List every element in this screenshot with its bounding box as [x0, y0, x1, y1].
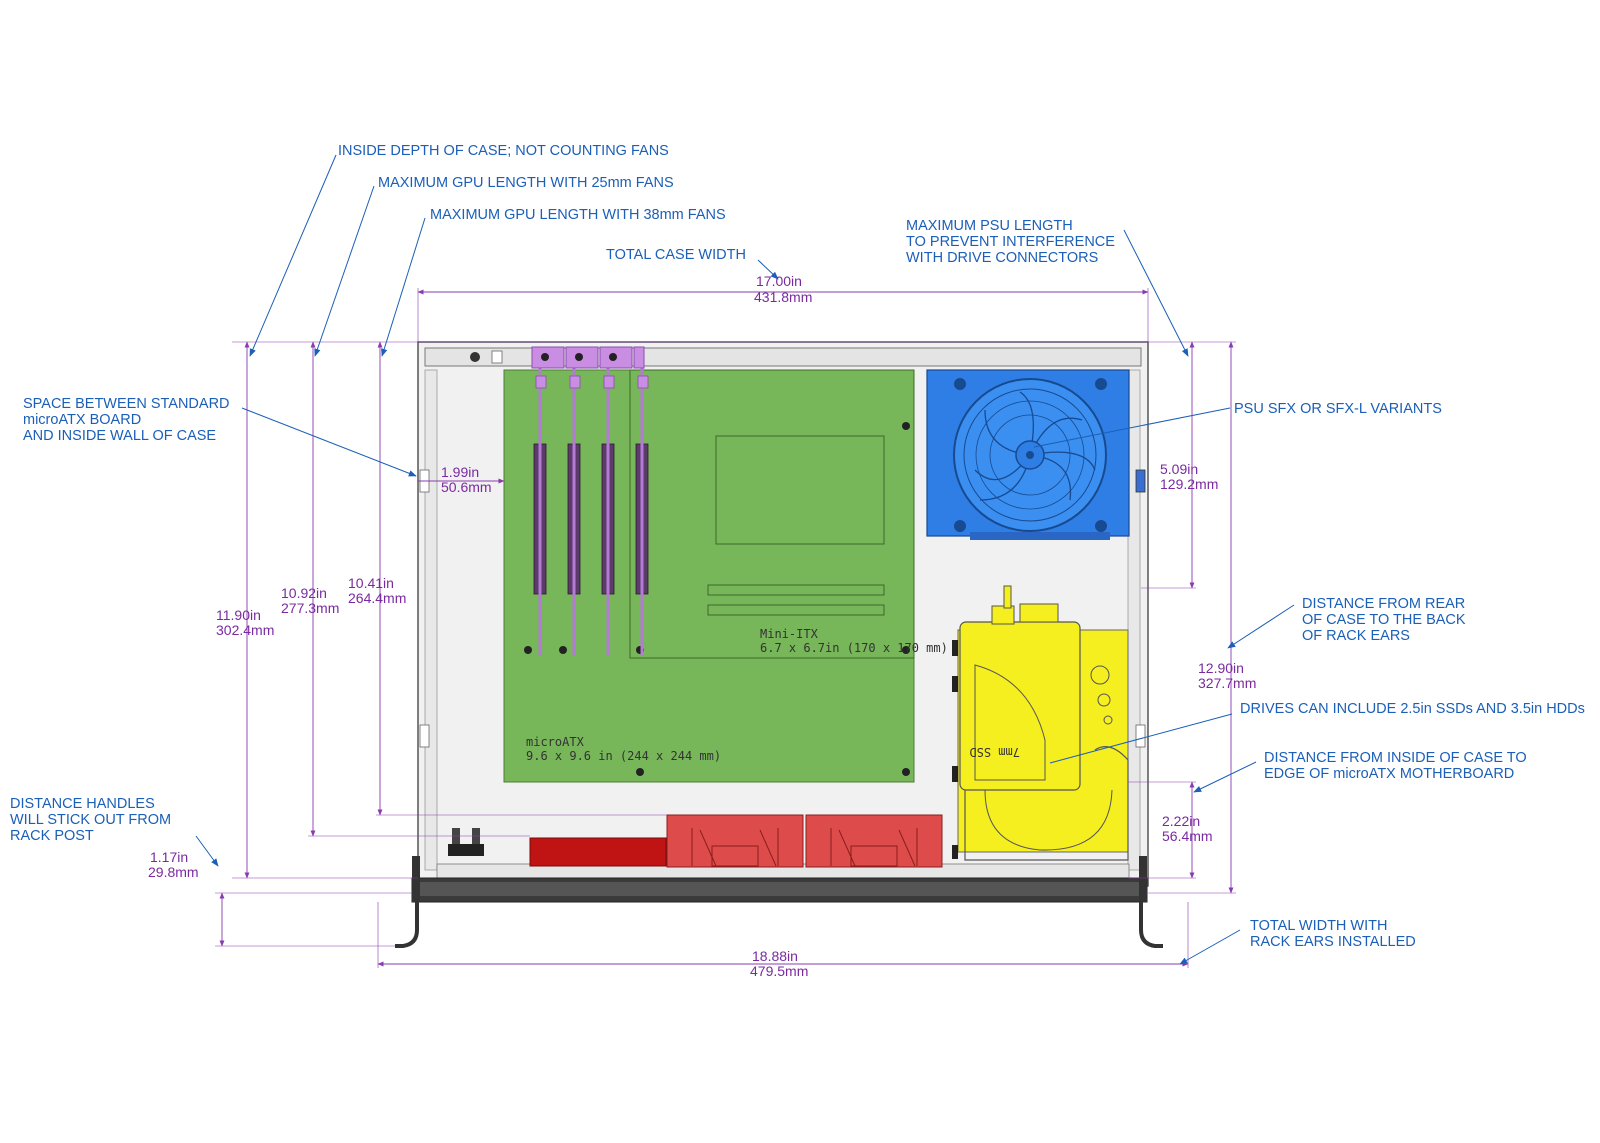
psu-length-note-1: MAXIMUM PSU LENGTH — [906, 218, 1073, 234]
psu-length-note-3: WITH DRIVE CONNECTORS — [906, 250, 1098, 266]
rear-to-ears-note-3: OF RACK EARS — [1302, 628, 1410, 644]
left-handle — [395, 902, 419, 948]
board-gap-mm: 50.6mm — [441, 479, 492, 495]
total-with-ears-note-2: RACK EARS INSTALLED — [1250, 934, 1416, 950]
total-with-ears-note-1: TOTAL WIDTH WITH — [1250, 918, 1387, 934]
inside-depth-in: 11.90in — [216, 607, 261, 623]
handles-mm: 29.8mm — [148, 864, 199, 880]
gpu38-in: 10.41in — [348, 575, 394, 591]
space-between-note-3: AND INSIDE WALL OF CASE — [23, 428, 216, 444]
psu-length-in: 5.09in — [1160, 461, 1198, 477]
handles-in: 1.17in — [150, 849, 188, 865]
total-case-width-note: TOTAL CASE WIDTH — [606, 247, 746, 263]
miniitx-size-label: 6.7 x 6.7in (170 x 170 mm) — [760, 641, 948, 655]
drive-bay: 7mm SSD — [952, 585, 1129, 861]
psu-variants-note: PSU SFX OR SFX-L VARIANTS — [1234, 401, 1442, 417]
fans — [529, 814, 943, 868]
dimension-lines — [215, 288, 1236, 968]
space-between-note-2: microATX BOARD — [23, 412, 141, 428]
board-gap-in: 1.99in — [441, 464, 479, 480]
miniitx-label: Mini-ITX — [760, 627, 819, 641]
microatx-size-label: 9.6 x 9.6 in (244 x 244 mm) — [526, 749, 721, 763]
psu-length-mm: 129.2mm — [1160, 476, 1218, 492]
dimension-values: 17.00in 431.8mm 1.99in 50.6mm 5.09in 129… — [148, 273, 1256, 979]
case-width-mm: 431.8mm — [754, 289, 812, 305]
case-width-in: 17.00in — [756, 273, 802, 289]
gpu25-mm: 277.3mm — [281, 600, 339, 616]
inside-depth-mm: 302.4mm — [216, 622, 274, 638]
microatx-label: microATX — [526, 735, 585, 749]
handles-note-1: DISTANCE HANDLES — [10, 796, 155, 812]
handles-note-2: WILL STICK OUT FROM — [10, 812, 171, 828]
annotations: INSIDE DEPTH OF CASE; NOT COUNTING FANS … — [10, 143, 1585, 950]
total-width-mm: 479.5mm — [750, 963, 808, 979]
space-between-note-1: SPACE BETWEEN STANDARD — [23, 396, 230, 412]
gpu38-mm: 264.4mm — [348, 590, 406, 606]
right-handle — [1139, 902, 1163, 948]
gpu-38mm-note: MAXIMUM GPU LENGTH WITH 38mm FANS — [430, 207, 726, 223]
psu — [926, 369, 1130, 540]
leader-lines — [195, 154, 1295, 965]
rear-ears-in: 12.90in — [1198, 660, 1244, 676]
case-to-board-in: 2.22in — [1162, 813, 1200, 829]
psu-length-note-2: TO PREVENT INTERFERENCE — [906, 234, 1115, 250]
microatx-board: Mini-ITX 6.7 x 6.7in (170 x 170 mm) micr… — [503, 346, 948, 783]
total-width-in: 18.88in — [752, 948, 798, 964]
case-to-board-mm: 56.4mm — [1162, 828, 1213, 844]
ssd-label: 7mm SSD — [969, 745, 1020, 759]
inside-depth-note: INSIDE DEPTH OF CASE; NOT COUNTING FANS — [338, 143, 669, 159]
rear-to-ears-note-1: DISTANCE FROM REAR — [1302, 596, 1465, 612]
inside-to-board-note-2: EDGE OF microATX MOTHERBOARD — [1264, 766, 1514, 782]
drives-note: DRIVES CAN INCLUDE 2.5in SSDs AND 3.5in … — [1240, 701, 1585, 717]
rear-ears-mm: 327.7mm — [1198, 675, 1256, 691]
handles-note-3: RACK POST — [10, 828, 94, 844]
gpu25-in: 10.92in — [281, 585, 327, 601]
rear-to-ears-note-2: OF CASE TO THE BACK — [1302, 612, 1466, 628]
gpu-25mm-note: MAXIMUM GPU LENGTH WITH 25mm FANS — [378, 175, 674, 191]
front-panel — [395, 828, 1163, 948]
inside-to-board-note-1: DISTANCE FROM INSIDE OF CASE TO — [1264, 750, 1527, 766]
